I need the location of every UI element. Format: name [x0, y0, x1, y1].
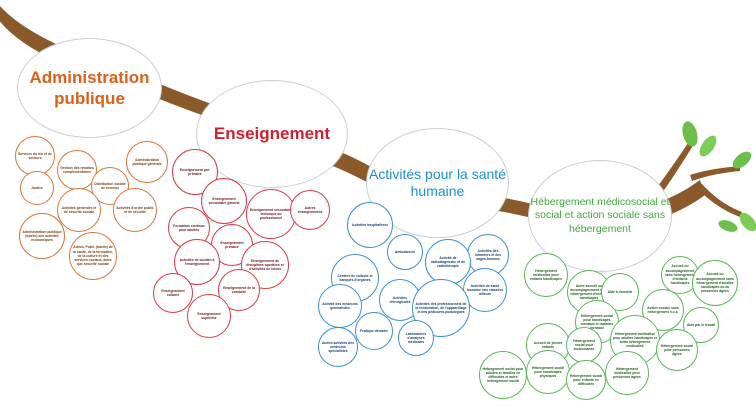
heb-activity-bubble: Hébergement médicalisé pour enfants hand… [524, 253, 568, 297]
sante-activity-bubble: Activité de radiodiagnostic et de radiot… [425, 239, 471, 285]
sante-activity-bubble: Autres activités des médecins spécialist… [318, 327, 358, 367]
admin-activity-bubble: Admin. Publi. (tutelle) de la santé, de … [69, 232, 117, 280]
heb-activity-bubble: Hébergement social pour adultes et famil… [479, 351, 527, 399]
activity-label: Autres activités des médecins spécialist… [321, 340, 355, 354]
activity-label: Enseignement pré-primaire [179, 167, 211, 176]
ens-activity-bubble: Enseignement secondaire général [201, 178, 247, 224]
activity-label: Hébergement médicalisé pour personnes âg… [613, 366, 641, 380]
activity-label: Hébergement social pour personnes âgées [660, 343, 694, 357]
heb-activity-bubble: Hébergement médicalisé pour personnes âg… [605, 351, 649, 395]
activity-label: Enseignement secondaire technique ou pro… [249, 207, 293, 221]
activity-label: Admin. Publi. (tutelle) de la santé, de … [73, 245, 113, 267]
heb-activity-bubble: Hébergement social pour personnes âgées [656, 329, 698, 371]
activity-label: Centres de collecte et banques d'organes [337, 273, 373, 282]
activity-label: Aide à domicile [607, 289, 633, 294]
activity-label: Activités d'ordre public et de sécurité [116, 205, 154, 214]
activity-label: Aide par le travail [686, 322, 716, 327]
activity-label: Pratique dentaire [360, 328, 388, 333]
activity-label: Activité des médecins généralistes [322, 301, 358, 310]
activity-label: Activités des infirmiers et des sages-fe… [474, 248, 502, 262]
activity-label: Activités chirurgicales [389, 295, 411, 304]
activity-label: Hébergement social pour toxicomanes [573, 338, 595, 352]
ens-activity-bubble: Enseignement culturel [153, 273, 193, 313]
activity-label: Hébergement médicalisé pour enfants hand… [530, 268, 562, 282]
heading-hebergement: Hébergement médicosocial et social et ac… [528, 160, 672, 272]
activity-label: Administration publique générale [132, 157, 162, 166]
activity-label: Hébergement social pour enfants en diffi… [569, 373, 603, 387]
heading-enseignement: Enseignement [196, 80, 348, 188]
ens-activity-bubble: Autres enseignements [290, 190, 330, 230]
activity-label: Hébergement social pour handicapés physi… [531, 365, 565, 379]
ens-activity-bubble: Enseignement supérieur [187, 294, 231, 338]
activity-label: Activité de radiodiagnostic et de radiot… [430, 255, 466, 269]
activity-label: Distribution sociale de revenus [94, 181, 126, 190]
activity-label: Gestion des retraites complémentaires [60, 165, 94, 174]
heading-text: Hébergement médicosocial et social et ac… [530, 196, 670, 235]
activity-label: Activités hospitalières [352, 222, 388, 227]
activity-label: Hébergement social pour adultes et famil… [482, 366, 524, 384]
admin-activity-bubble: Administration publique (tutelle) des ac… [19, 213, 65, 259]
activity-label: Activités générales et de sécurité socia… [61, 205, 97, 214]
activity-label: Activités de santé humaine non classées … [466, 283, 504, 297]
activity-label: Autre accueil ou accompagnement sans héb… [570, 283, 608, 301]
admin-activity-bubble: Justice [20, 171, 54, 205]
heb-activity-bubble: Hébergement social pour handicapés physi… [526, 350, 570, 394]
activity-label: Justice [31, 185, 43, 190]
sante-activity-bubble: Pratique dentaire [355, 312, 393, 350]
heading-administration-publique: Administration publique [17, 38, 162, 138]
activity-label: Autres enseignements [297, 205, 323, 214]
heading-text: Activités pour la santé humaine [369, 165, 506, 200]
heb-activity-bubble: Accueil ou accompagnement sans hébergeme… [692, 260, 738, 306]
sante-activity-bubble: Activité des médecins généralistes [318, 284, 362, 328]
activity-label: Accueil ou accompagnement sans hébergeme… [665, 264, 695, 286]
activity-label: Hébergement médicalisé pour adultes hand… [613, 331, 657, 349]
activity-label: Enseignement de disciplines sportives et… [246, 258, 284, 272]
sante-activity-bubble: Laboratoires d'analyses médicales [398, 320, 434, 356]
sante-activity-bubble: Ambulances [387, 234, 423, 270]
admin-activity-bubble: Gestion des retraites complémentaires [57, 150, 97, 190]
ens-activity-bubble: Enseignement secondaire technique ou pro… [246, 189, 296, 239]
activity-label: Activités des professionnels de la réédu… [415, 301, 467, 315]
activity-label: Accueil ou accompagnement sans hébergeme… [696, 272, 734, 294]
activity-label: Enseignement culturel [161, 288, 185, 297]
activity-label: Services du feu et de secours [18, 151, 52, 160]
activity-label: Action sociale sans hébergement n.c.a. [647, 305, 679, 314]
activity-label: Ambulances [394, 249, 416, 254]
heb-activity-bubble: Hébergement social pour enfants en diffi… [566, 360, 606, 400]
activity-label: Enseignement primaire [220, 240, 244, 249]
heb-activity-bubble: Hébergement social pour toxicomanes [566, 327, 602, 363]
sante-activity-bubble: Activités hospitalières [347, 202, 393, 248]
admin-activity-bubble: Activités générales et de sécurité socia… [57, 188, 101, 232]
activity-label: Administration publique (tutelle) des ac… [22, 229, 62, 243]
activity-label: Enseignement de la conduite [223, 285, 255, 294]
heb-activity-bubble: Action sociale sans hébergement n.c.a. [642, 289, 684, 331]
admin-activity-bubble: Administration publique générale [126, 141, 168, 183]
activity-label: Formation continue pour adultes [173, 223, 205, 232]
activity-label: Laboratoires d'analyses médicales [405, 331, 427, 345]
heading-text: Administration publique [29, 67, 150, 108]
activity-label: Enseignement secondaire général [208, 196, 240, 205]
activity-label: Enseignement supérieur [197, 311, 221, 320]
activity-label: Accueil de jeunes enfants [533, 340, 563, 349]
activity-label: Hébergement social pour handicapés menta… [580, 313, 614, 331]
admin-activity-bubble: Services du feu et de secours [15, 136, 55, 176]
sante-activity-bubble: Activités de santé humaine non classées … [463, 268, 507, 312]
activity-label: Activités de soutien à l'enseignement [179, 257, 215, 266]
admin-activity-bubble: Activités d'ordre public et de sécurité [113, 188, 157, 232]
heading-text: Enseignement [213, 124, 331, 144]
